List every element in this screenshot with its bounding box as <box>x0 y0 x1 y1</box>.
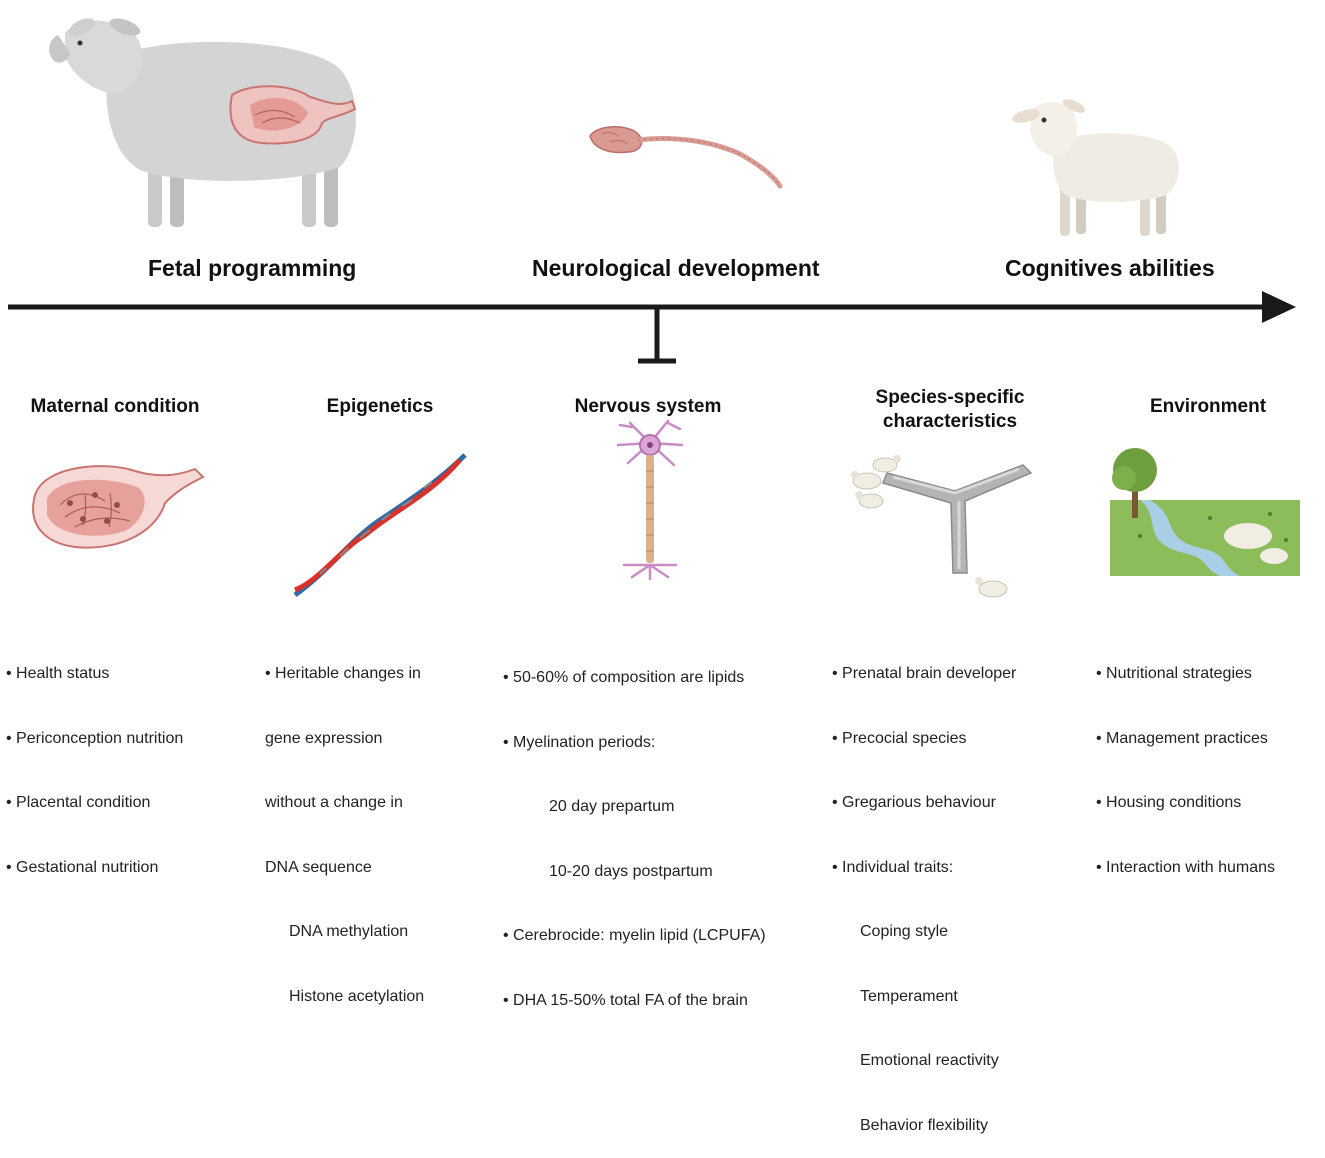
list-item: • 50-60% of composition are lipids <box>503 669 745 686</box>
list-item: • Precocial species <box>832 729 967 747</box>
list-item: • Periconception nutrition <box>6 729 184 747</box>
stage-neurological-development: Neurological development <box>532 255 820 281</box>
neuron-icon <box>616 419 684 581</box>
environment-title: Environment <box>1149 396 1267 417</box>
list-item: 20 day prepartum <box>549 798 675 815</box>
list-item: • Interaction with humans <box>1096 858 1276 876</box>
list-item: • Myelination periods: <box>503 733 656 751</box>
list-item: without a change in <box>265 794 403 811</box>
list-item: DNA methylation <box>289 923 409 940</box>
y-maze-icon <box>851 455 1033 598</box>
epigenetics-list: • Heritable changes in gene expression w… <box>265 620 424 1029</box>
nervous-system-list: • 50-60% of composition are lipids • Mye… <box>503 624 766 1033</box>
list-item: • Nutritional strategies <box>1096 665 1252 682</box>
brain-spinal-cord-icon <box>589 126 783 189</box>
nervous-system-title: Nervous system <box>574 396 722 417</box>
list-item: Coping style <box>860 923 949 940</box>
list-item: • Management practices <box>1096 729 1268 747</box>
list-item: Temperament <box>860 987 958 1005</box>
species-title-line1: Species-specific <box>875 387 1025 408</box>
lamb-icon <box>1012 99 1179 236</box>
list-item: 10-20 days postpartum <box>549 862 713 880</box>
list-item: • Housing conditions <box>1096 794 1242 811</box>
epigenetics-title: Epigenetics <box>326 396 434 417</box>
list-item: • DHA 15-50% total FA of the brain <box>503 991 748 1009</box>
timeline-arrow <box>8 291 1296 364</box>
list-item: • Gregarious behaviour <box>832 794 996 811</box>
list-item: Emotional reactivity <box>860 1052 999 1069</box>
list-item: • Heritable changes in <box>265 665 421 682</box>
list-item: Histone acetylation <box>289 987 425 1005</box>
list-item: • Placental condition <box>6 794 151 811</box>
dna-helix-icon <box>293 453 467 598</box>
species-title-line2: characteristics <box>882 411 1018 432</box>
list-item: DNA sequence <box>265 858 372 876</box>
list-item: • Prenatal brain developer <box>832 665 1017 682</box>
maternal-condition-title: Maternal condition <box>30 396 200 417</box>
maternal-condition-list: • Health status • Periconception nutriti… <box>6 620 183 900</box>
list-item: • Health status <box>6 665 110 682</box>
list-item: Behavior flexibility <box>860 1116 989 1134</box>
stage-fetal-programming: Fetal programming <box>148 255 357 281</box>
list-item: • Gestational nutrition <box>6 858 159 876</box>
sheep-icon <box>49 18 357 227</box>
list-item: • Individual traits: <box>832 858 954 876</box>
uterus-fetus-icon <box>32 465 205 549</box>
landscape-icon <box>1110 448 1300 576</box>
list-item: • Cerebrocide: myelin lipid (LCPUFA) <box>503 927 766 944</box>
stage-cognitive-abilities: Cognitives abilities <box>1005 255 1215 281</box>
list-item: gene expression <box>265 729 383 747</box>
environment-list: • Nutritional strategies • Management pr… <box>1096 620 1275 900</box>
species-specific-list: • Prenatal brain developer • Precocial s… <box>832 620 1016 1158</box>
species-specific-title: Species-specific characteristics <box>840 386 1060 434</box>
